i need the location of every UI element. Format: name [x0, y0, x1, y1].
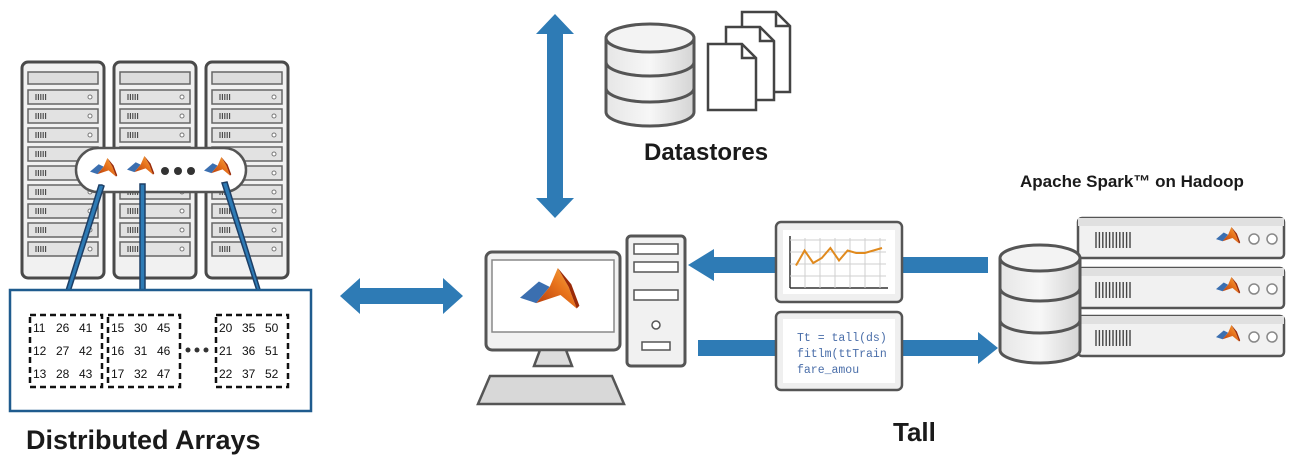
array-cell: 52 — [265, 367, 279, 381]
array-cell: 46 — [157, 344, 171, 358]
spark-hadoop-label: Apache Spark™ on Hadoop — [1020, 172, 1244, 191]
array-cell: 15 — [111, 321, 125, 335]
array-cell: 50 — [265, 321, 279, 335]
plot-line — [795, 246, 883, 266]
bidirectional-arrow — [340, 278, 463, 314]
document-stack-icon — [706, 10, 792, 112]
array-ellipsis — [185, 347, 209, 353]
plot-panel — [774, 220, 904, 304]
array-cell: 11 — [33, 321, 46, 335]
array-cell: 35 — [242, 321, 256, 335]
hadoop-servers — [1076, 216, 1286, 358]
array-cell: 13 — [33, 367, 47, 381]
array-cell: 42 — [79, 344, 93, 358]
array-cell: 12 — [33, 344, 47, 358]
array-block — [106, 313, 182, 389]
ellipsis-dot — [174, 167, 182, 175]
array-cell: 21 — [219, 344, 233, 358]
database-icon — [604, 22, 696, 128]
array-blocks: 11 26 41 12 27 42 13 28 43 15 30 45 16 31 46 17 32 47 20 35… — [28, 313, 290, 389]
array-cell: 31 — [134, 344, 148, 358]
array-cell: 28 — [56, 367, 70, 381]
array-cell: 20 — [219, 321, 233, 335]
array-cell: 17 — [111, 367, 125, 381]
code-line: fitlm(ttTrain — [797, 348, 887, 361]
datastores-label: Datastores — [644, 139, 769, 166]
tall-flow-arrows — [688, 249, 998, 364]
array-cell: 37 — [242, 367, 256, 381]
array-cell: 27 — [56, 344, 70, 358]
array-cell: 32 — [134, 367, 148, 381]
server-unit-icon — [1076, 266, 1286, 310]
array-block — [214, 313, 290, 389]
database-icon — [998, 243, 1082, 365]
bidirectional-arrow — [536, 14, 574, 218]
array-cell: 30 — [134, 321, 148, 335]
array-cell: 41 — [79, 321, 93, 335]
code-panel: Tt = tall(ds) fitlm(ttTrain fare_amou — [774, 310, 904, 392]
code-line: Tt = tall(ds) — [797, 332, 887, 345]
code-line: fare_amou — [797, 364, 859, 377]
array-block — [28, 313, 104, 389]
array-cell: 51 — [265, 344, 279, 358]
matlab-workers-pill — [74, 146, 248, 194]
array-cell: 16 — [111, 344, 125, 358]
ellipsis-dot — [187, 167, 195, 175]
server-unit-icon — [1076, 216, 1286, 260]
array-cell: 47 — [157, 367, 171, 381]
ellipsis-dot — [161, 167, 169, 175]
server-unit-icon — [1076, 314, 1286, 358]
array-cell: 26 — [56, 321, 70, 335]
array-cell: 43 — [79, 367, 93, 381]
array-cell: 36 — [242, 344, 256, 358]
tall-label: Tall — [893, 417, 936, 447]
array-cell: 45 — [157, 321, 171, 335]
desktop-computer-icon — [476, 234, 687, 406]
array-cell: 22 — [219, 367, 233, 381]
distributed-arrays-label: Distributed Arrays — [26, 425, 261, 455]
